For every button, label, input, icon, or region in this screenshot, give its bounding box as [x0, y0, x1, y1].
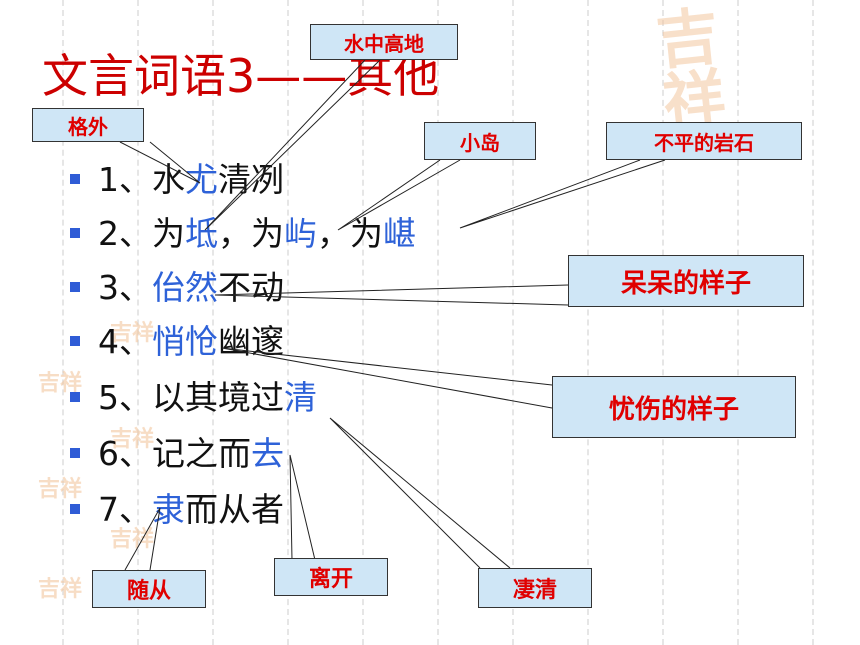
- leader-daidai: [214, 284, 569, 306]
- list-item: 6、记之而去: [70, 430, 284, 478]
- item-number: 3、: [98, 268, 152, 307]
- callout-youshang: 忧伤的样子: [552, 376, 796, 438]
- highlighted-word: 去: [251, 434, 284, 473]
- bullet-square-icon: [70, 173, 80, 184]
- item-text: 不动: [218, 268, 284, 307]
- seal-watermark-small: 吉祥: [38, 476, 83, 502]
- callout-qiqing: 凄清: [478, 568, 592, 608]
- leader-shuizhong: [204, 59, 381, 231]
- highlighted-word: 清: [284, 378, 317, 417]
- leader-yanshi: [459, 159, 666, 229]
- leader-suicong: [124, 507, 161, 571]
- leader-gewai: [119, 141, 201, 184]
- item-text: 而从者: [185, 490, 284, 529]
- item-number: 4、: [98, 322, 152, 361]
- item-text: ，为: [317, 214, 383, 253]
- list-item: 4、悄怆幽邃: [70, 318, 284, 366]
- leader-xiaodao: [337, 159, 461, 231]
- highlighted-word: 嵁: [383, 214, 416, 253]
- item-text: 幽邃: [218, 322, 284, 361]
- highlighted-word: 尤: [185, 160, 218, 199]
- leader-likai: [289, 454, 316, 561]
- seal-watermark-small: 吉祥: [38, 370, 83, 396]
- item-text: 记之而: [152, 434, 251, 473]
- item-number: 6、: [98, 434, 152, 473]
- list-item: 1、水尤清冽: [70, 156, 284, 204]
- callout-gewai: 格外: [32, 108, 144, 142]
- item-number: 7、: [98, 490, 152, 529]
- highlighted-word: 佁然: [152, 268, 218, 307]
- bullet-square-icon: [70, 335, 80, 346]
- seal-watermark-small: 吉祥: [38, 576, 83, 602]
- item-number: 1、: [98, 160, 152, 199]
- callout-likai: 离开: [274, 558, 388, 596]
- seal-watermark-small: 吉祥: [110, 320, 155, 346]
- item-text: 清冽: [218, 160, 284, 199]
- item-text: ，为: [218, 214, 284, 253]
- list-item: 3、佁然不动: [70, 264, 284, 312]
- leader-youshang: [221, 347, 553, 409]
- callout-yanshi: 不平的岩石: [606, 122, 802, 160]
- item-number: 5、: [98, 378, 152, 417]
- highlighted-word: 悄怆: [152, 322, 218, 361]
- leader-qiqing: [329, 417, 511, 569]
- seal-watermark-small: 吉祥: [110, 526, 155, 552]
- item-text: 为: [152, 214, 185, 253]
- bullet-square-icon: [70, 281, 80, 292]
- list-item: 2、为坻，为屿，为嵁: [70, 210, 416, 258]
- bullet-square-icon: [70, 503, 80, 514]
- callout-daidai: 呆呆的样子: [568, 255, 804, 307]
- bullet-square-icon: [70, 447, 80, 458]
- bullet-square-icon: [70, 227, 80, 238]
- seal-watermark-small: 吉祥: [110, 426, 155, 452]
- callout-xiaodao: 小岛: [424, 122, 536, 160]
- item-text: 以其境过: [152, 378, 284, 417]
- highlighted-word: 屿: [284, 214, 317, 253]
- callout-shuizhong: 水中高地: [310, 24, 458, 60]
- item-number: 2、: [98, 214, 152, 253]
- callout-suicong: 随从: [92, 570, 206, 608]
- highlighted-word: 坻: [185, 214, 218, 253]
- bullet-square-icon: [70, 391, 80, 402]
- list-item: 5、以其境过清: [70, 374, 317, 422]
